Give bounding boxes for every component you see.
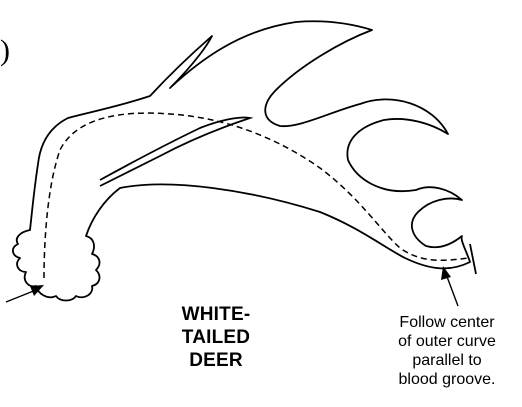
note-line-2: of outer curve: [372, 332, 522, 351]
title-line-2: DEER: [150, 349, 282, 372]
end-tick-icon: [470, 244, 476, 274]
tine-inner-outline-icon: [100, 117, 250, 186]
antler-outline-icon: [13, 21, 470, 300]
note-line-1: Follow center: [372, 313, 522, 332]
note-arrow-shaft: [446, 274, 458, 306]
measurement-note: Follow center of outer curve parallel to…: [372, 313, 522, 389]
top-left-mark: ): [0, 36, 10, 66]
note-line-4: blood groove.: [372, 370, 522, 389]
title-line-1: WHITE-TAILED: [150, 303, 282, 349]
note-line-3: parallel to: [372, 351, 522, 370]
start-arrow-shaft: [6, 290, 36, 302]
diagram-title: WHITE-TAILED DEER: [150, 303, 282, 372]
